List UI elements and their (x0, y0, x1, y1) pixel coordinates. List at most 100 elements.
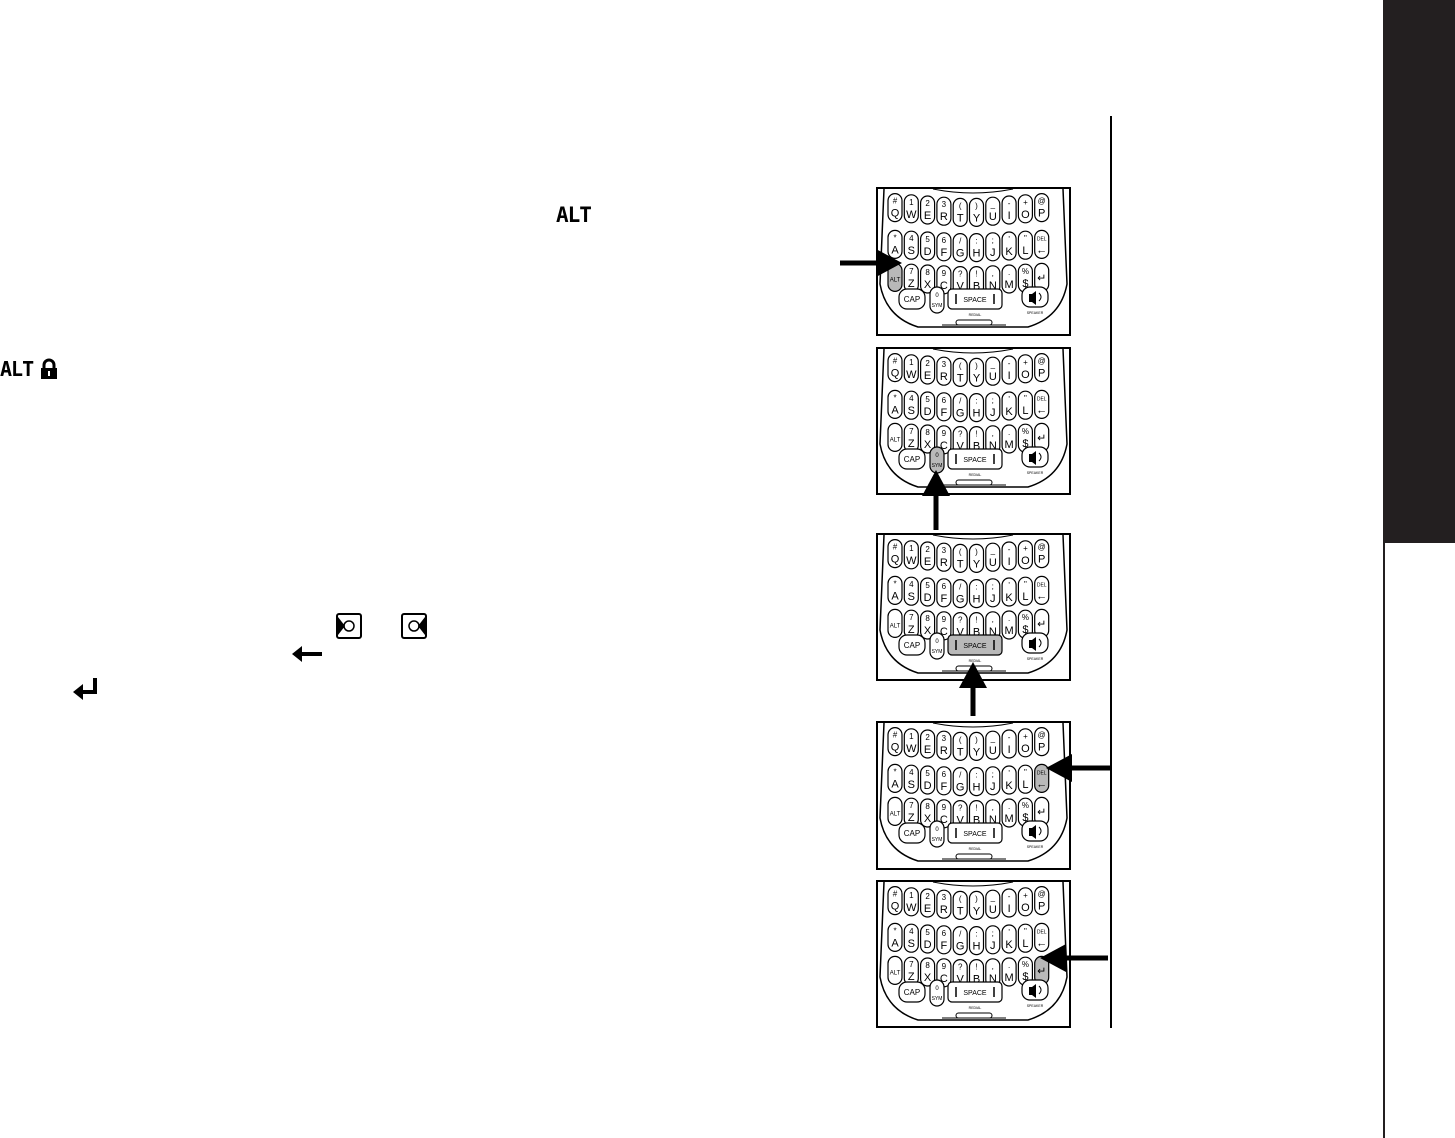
key-secondary-label: 7 (909, 267, 914, 276)
keyboard-key: _U (985, 889, 1001, 919)
key-main-label: O (1021, 209, 1030, 221)
key-main-label: P (1038, 901, 1045, 913)
key-main-label: Y (973, 212, 981, 224)
key-main-label: F (941, 781, 948, 793)
keycap (919, 424, 936, 454)
key-secondary-label: + (1023, 358, 1028, 367)
keycap (919, 391, 936, 421)
key-main-label: Q (891, 901, 900, 913)
keycap (919, 541, 936, 571)
keyboard-key: 3R (936, 542, 952, 572)
key-main-label: J (990, 593, 996, 605)
keyboard-key: @P (1034, 192, 1050, 223)
arrow-left-icon (1040, 944, 1108, 972)
keyboard-key: 4S (903, 923, 919, 953)
keyboard-key: 4S (903, 390, 919, 420)
key-secondary-label: ' (1008, 928, 1010, 937)
key-secondary-label: 5 (925, 395, 930, 404)
nav-right-key-icon (401, 613, 427, 639)
key-secondary-label: DEL (1037, 929, 1047, 935)
keycap (919, 355, 936, 385)
sym-key-label: SYM (932, 649, 943, 655)
key-secondary-label: 8 (925, 802, 930, 811)
keyboard-key: :H (968, 925, 985, 956)
key-secondary-label: 2 (925, 199, 930, 208)
key-main-label: D (924, 406, 932, 418)
keyboard-key: (T (952, 357, 968, 387)
key-main-label: N (989, 973, 997, 985)
keycap (903, 576, 919, 606)
key-secondary-label: 2 (925, 545, 930, 554)
key-secondary-label: * (893, 393, 896, 402)
keyboard-key: 'K (1001, 924, 1017, 954)
key-main-label: H (973, 594, 981, 606)
key-secondary-label: ' (1008, 395, 1010, 404)
key-main-label: J (990, 940, 996, 952)
key-secondary-label: @ (1038, 731, 1046, 740)
keyboard-key: -I (1001, 541, 1017, 571)
keyboard-key: 5D (919, 391, 936, 421)
keycap (1017, 194, 1033, 224)
key-secondary-label: # (893, 197, 898, 206)
sym-key-top-label: 0 (935, 293, 939, 299)
handset-outline (879, 349, 1068, 488)
handset-slot (955, 853, 993, 860)
redial-label: REDIAL (969, 313, 982, 317)
key-main-label: L (1022, 591, 1028, 603)
keyboard-key: ;J (985, 578, 1001, 608)
keyboard-key: 3R (936, 730, 952, 760)
key-main-label: Y (973, 372, 981, 384)
padlock-icon (41, 358, 58, 379)
key-main-label: I (1008, 210, 1011, 222)
key-main-label: J (990, 407, 996, 419)
key-main-label: ↵ (1037, 965, 1046, 977)
key-main-label: ← (1036, 404, 1047, 416)
key-main-label: B (973, 815, 980, 827)
key-main-label: Y (973, 746, 981, 758)
key-main-label: A (891, 244, 899, 256)
key-main-label: N (989, 440, 997, 452)
keycap (985, 196, 1001, 226)
keyboard-key: ALT (887, 796, 903, 827)
key-secondary-label: - (1008, 892, 1011, 901)
keycap (952, 543, 968, 573)
key-secondary-label: . (1008, 614, 1010, 623)
keycap (968, 766, 985, 797)
speaker-icon (1029, 291, 1036, 305)
sym-key-top-label: 0 (935, 986, 939, 992)
key-secondary-label: _ (990, 546, 996, 555)
keyboard-key: 9C (936, 799, 952, 829)
keyboard-key: @P (1034, 726, 1050, 757)
key-secondary-label: * (893, 233, 896, 242)
keyboard-key: +O (1017, 728, 1033, 758)
key-secondary-label: 8 (925, 961, 930, 970)
keycap (903, 194, 919, 224)
key-main-label: S (908, 405, 915, 417)
key-secondary-label: 4 (909, 234, 914, 243)
keycap (936, 232, 952, 262)
key-secondary-label: _ (990, 893, 996, 902)
key-main-label: Y (973, 558, 981, 570)
keycap (1017, 354, 1033, 384)
key-secondary-label: ( (959, 547, 962, 556)
keycap (1017, 923, 1033, 953)
key-secondary-label: ! (975, 804, 977, 813)
key-main-label: Z (908, 971, 915, 983)
keyboard-key: "L (1017, 923, 1033, 953)
keyboard-key: _U (985, 356, 1001, 386)
cap-key: CAP (898, 822, 926, 844)
keyboard-key: "L (1017, 764, 1033, 794)
keycap (1034, 726, 1050, 757)
handset-top-curve (932, 189, 1014, 194)
key-secondary-label: @ (1038, 890, 1046, 899)
space-key: SPACE (947, 981, 1003, 1003)
keyboard-key: ;J (985, 766, 1001, 796)
keycap (887, 608, 903, 639)
key-secondary-label: , (992, 429, 994, 438)
keyboard-key: 1W (903, 354, 919, 384)
keycap (1034, 763, 1050, 794)
keycap (936, 730, 952, 760)
key-main-label: O (1021, 902, 1030, 914)
keycap (1034, 389, 1050, 420)
